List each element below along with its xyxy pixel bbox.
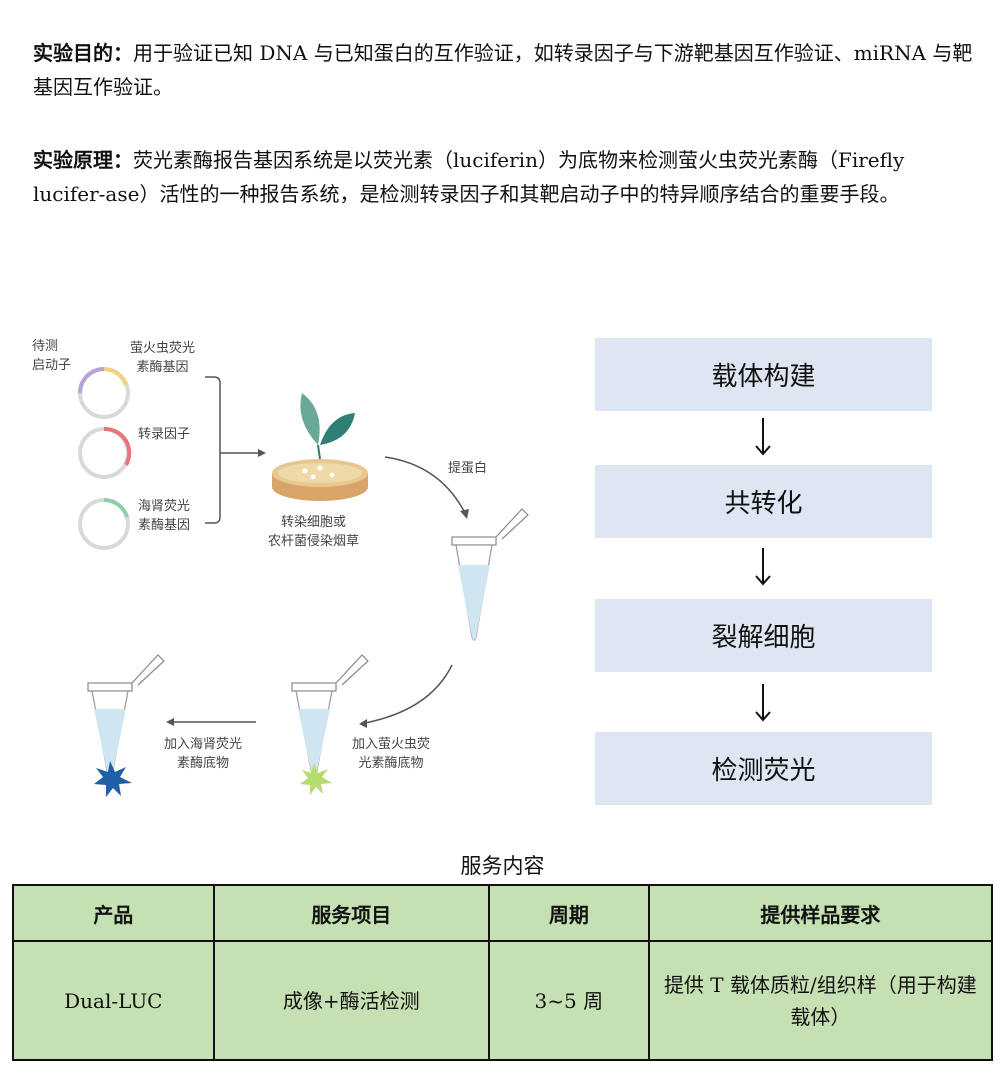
extract-label: 提蛋白 bbox=[448, 461, 488, 476]
cell-service-item: 成像+酶活检测 bbox=[212, 940, 491, 1061]
flow-arrow-1 bbox=[755, 418, 771, 456]
promoter-segment bbox=[78, 367, 105, 394]
flow-step-vector-construction: 载体构建 bbox=[595, 338, 932, 411]
tube-firefly bbox=[291, 654, 369, 795]
purpose-paragraph: 实验目的：用于验证已知 DNA 与已知蛋白的互作验证，如转录因子与下游靶基因互作… bbox=[33, 36, 978, 104]
bracket bbox=[205, 376, 221, 524]
plasmid-tf bbox=[78, 426, 132, 479]
renilla-segment bbox=[103, 497, 129, 518]
header-product: 产品 bbox=[12, 884, 215, 942]
table-caption: 服务内容 bbox=[460, 854, 545, 878]
diagram-graphics bbox=[78, 367, 529, 797]
experiment-diagram: 待测 启动子 萤火虫荧光 素酶基因 转录因子 海肾荧光 素酶基因 转染细胞或 农… bbox=[20, 325, 580, 805]
principle-paragraph: 实验原理：荧光素酶报告基因系统是以荧光素（luciferin）为底物来检测萤火虫… bbox=[33, 143, 978, 211]
table-header-row: 产品 服务项目 周期 提供样品要求 bbox=[12, 884, 994, 942]
firefly-segment bbox=[103, 367, 128, 386]
blue-glow bbox=[94, 761, 132, 797]
table-row: Dual-LUC 成像+酶活检测 3~5 周 提供 T 载体质粒/组织样（用于构… bbox=[12, 940, 994, 1061]
flow-arrow-2 bbox=[755, 548, 771, 586]
extract-arrow bbox=[384, 456, 466, 514]
green-glow bbox=[300, 763, 332, 795]
add-renilla-substrate-label: 加入海肾荧光 素酶底物 bbox=[164, 737, 243, 771]
plasmid-firefly bbox=[78, 367, 130, 419]
renilla-gene-label: 海肾荧光 素酶基因 bbox=[138, 499, 191, 533]
cell-cycle: 3~5 周 bbox=[488, 940, 650, 1061]
tube-renilla bbox=[87, 654, 165, 797]
tube-extract bbox=[451, 508, 529, 641]
service-table: 产品 服务项目 周期 提供样品要求 Dual-LUC 成像+酶活检测 3~5 周… bbox=[12, 884, 994, 1061]
transfect-label: 转染细胞或 农杆菌侵染烟草 bbox=[268, 515, 360, 549]
principle-text: 荧光素酶报告基因系统是以荧光素（luciferin）为底物来检测萤火虫荧光素酶（… bbox=[33, 148, 905, 206]
petri-dish-icon bbox=[272, 459, 368, 501]
principle-label: 实验原理： bbox=[33, 148, 133, 172]
firefly-gene-label: 萤火虫荧光 素酶基因 bbox=[130, 341, 196, 375]
cell-sample-requirements: 提供 T 载体质粒/组织样（用于构建载体） bbox=[647, 940, 994, 1061]
flow-step-cotransformation: 共转化 bbox=[595, 465, 932, 538]
flow-step-cell-lysis: 裂解细胞 bbox=[595, 599, 932, 672]
plasmid-renilla bbox=[78, 497, 130, 550]
firefly-substrate-arrow bbox=[364, 664, 453, 724]
header-sample-requirements: 提供样品要求 bbox=[647, 884, 994, 942]
cell-product: Dual-LUC bbox=[12, 940, 215, 1061]
tf-segment bbox=[103, 426, 132, 467]
purpose-label: 实验目的： bbox=[33, 41, 133, 65]
header-service-item: 服务项目 bbox=[212, 884, 491, 942]
header-cycle: 周期 bbox=[488, 884, 650, 942]
flow-arrow-3 bbox=[755, 684, 771, 722]
purpose-text: 用于验证已知 DNA 与已知蛋白的互作验证，如转录因子与下游靶基因互作验证、mi… bbox=[33, 41, 973, 99]
promoter-label: 待测 启动子 bbox=[32, 339, 72, 373]
leaf-icon bbox=[300, 393, 355, 460]
flow-step-fluorescence-detection: 检测荧光 bbox=[595, 732, 932, 805]
add-firefly-substrate-label: 加入萤火虫荧 光素酶底物 bbox=[352, 737, 431, 771]
tf-label: 转录因子 bbox=[138, 427, 191, 442]
